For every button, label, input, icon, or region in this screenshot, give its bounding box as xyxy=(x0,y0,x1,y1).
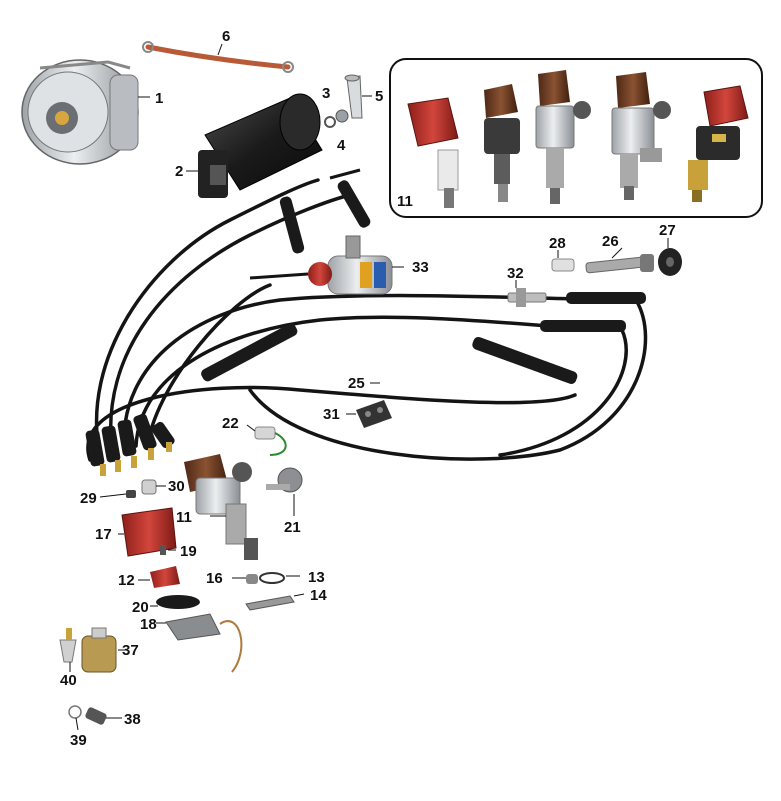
callout-31: 31 xyxy=(323,406,340,423)
callout-28: 28 xyxy=(549,235,566,252)
distributor-variant-vacuum-silver xyxy=(535,70,591,204)
callout-19: 19 xyxy=(180,543,197,560)
callout-12: 12 xyxy=(118,572,135,589)
callout-labels: 1 2 3 4 5 6 11 11 12 13 14 16 17 18 19 2… xyxy=(60,28,676,749)
callout-20: 20 xyxy=(132,599,149,616)
distributor-variant-black-body xyxy=(484,84,520,202)
callout-3: 3 xyxy=(322,85,330,102)
vacuum-advance-part xyxy=(266,467,303,516)
condenser-part xyxy=(246,424,287,456)
callout-16: 16 xyxy=(206,570,223,587)
callout-18: 18 xyxy=(140,616,157,633)
callout-29: 29 xyxy=(80,490,97,507)
callout-26: 26 xyxy=(602,233,619,250)
callout-4: 4 xyxy=(337,137,346,154)
distributor-small-parts xyxy=(99,479,305,673)
callout-33: 33 xyxy=(412,259,429,276)
wire-separator-part xyxy=(346,400,392,428)
callout-30: 30 xyxy=(168,478,185,495)
ignition-coil-part xyxy=(249,235,404,295)
callout-14: 14 xyxy=(310,587,327,604)
distributor-variant-red-cap xyxy=(407,97,459,208)
callout-27: 27 xyxy=(659,222,676,239)
ground-strap-part xyxy=(142,41,294,73)
callout-40: 40 xyxy=(60,672,77,689)
plug-connector-parts xyxy=(507,238,682,307)
wire-boots-distributor-end xyxy=(85,413,175,476)
callout-17: 17 xyxy=(95,526,112,543)
callout-5: 5 xyxy=(375,88,383,105)
distributor-main-part xyxy=(184,454,258,560)
starter-part xyxy=(186,93,323,198)
wire-boots-right xyxy=(201,292,646,384)
callout-6: 6 xyxy=(222,28,230,45)
callout-25: 25 xyxy=(348,375,365,392)
callout-11-main: 11 xyxy=(176,509,192,526)
spark-plug-wire-set xyxy=(85,168,648,476)
wire-boots-top xyxy=(279,168,371,254)
callout-22: 22 xyxy=(222,415,239,432)
callout-37: 37 xyxy=(122,642,139,659)
callout-1: 1 xyxy=(155,90,163,107)
callout-39: 39 xyxy=(70,732,87,749)
distributor-variants-box xyxy=(389,58,763,218)
alternator-part xyxy=(21,59,150,165)
callout-32: 32 xyxy=(507,265,524,282)
small-parts-3-4-5 xyxy=(324,74,372,128)
callout-2: 2 xyxy=(175,163,183,180)
distributor-variant-silver xyxy=(611,72,671,200)
callout-38: 38 xyxy=(124,711,141,728)
callout-13: 13 xyxy=(308,569,325,586)
sender-parts xyxy=(59,627,126,731)
callout-11-box: 11 xyxy=(397,193,413,210)
callout-21: 21 xyxy=(284,519,301,536)
distributor-variant-electronic xyxy=(688,85,749,202)
